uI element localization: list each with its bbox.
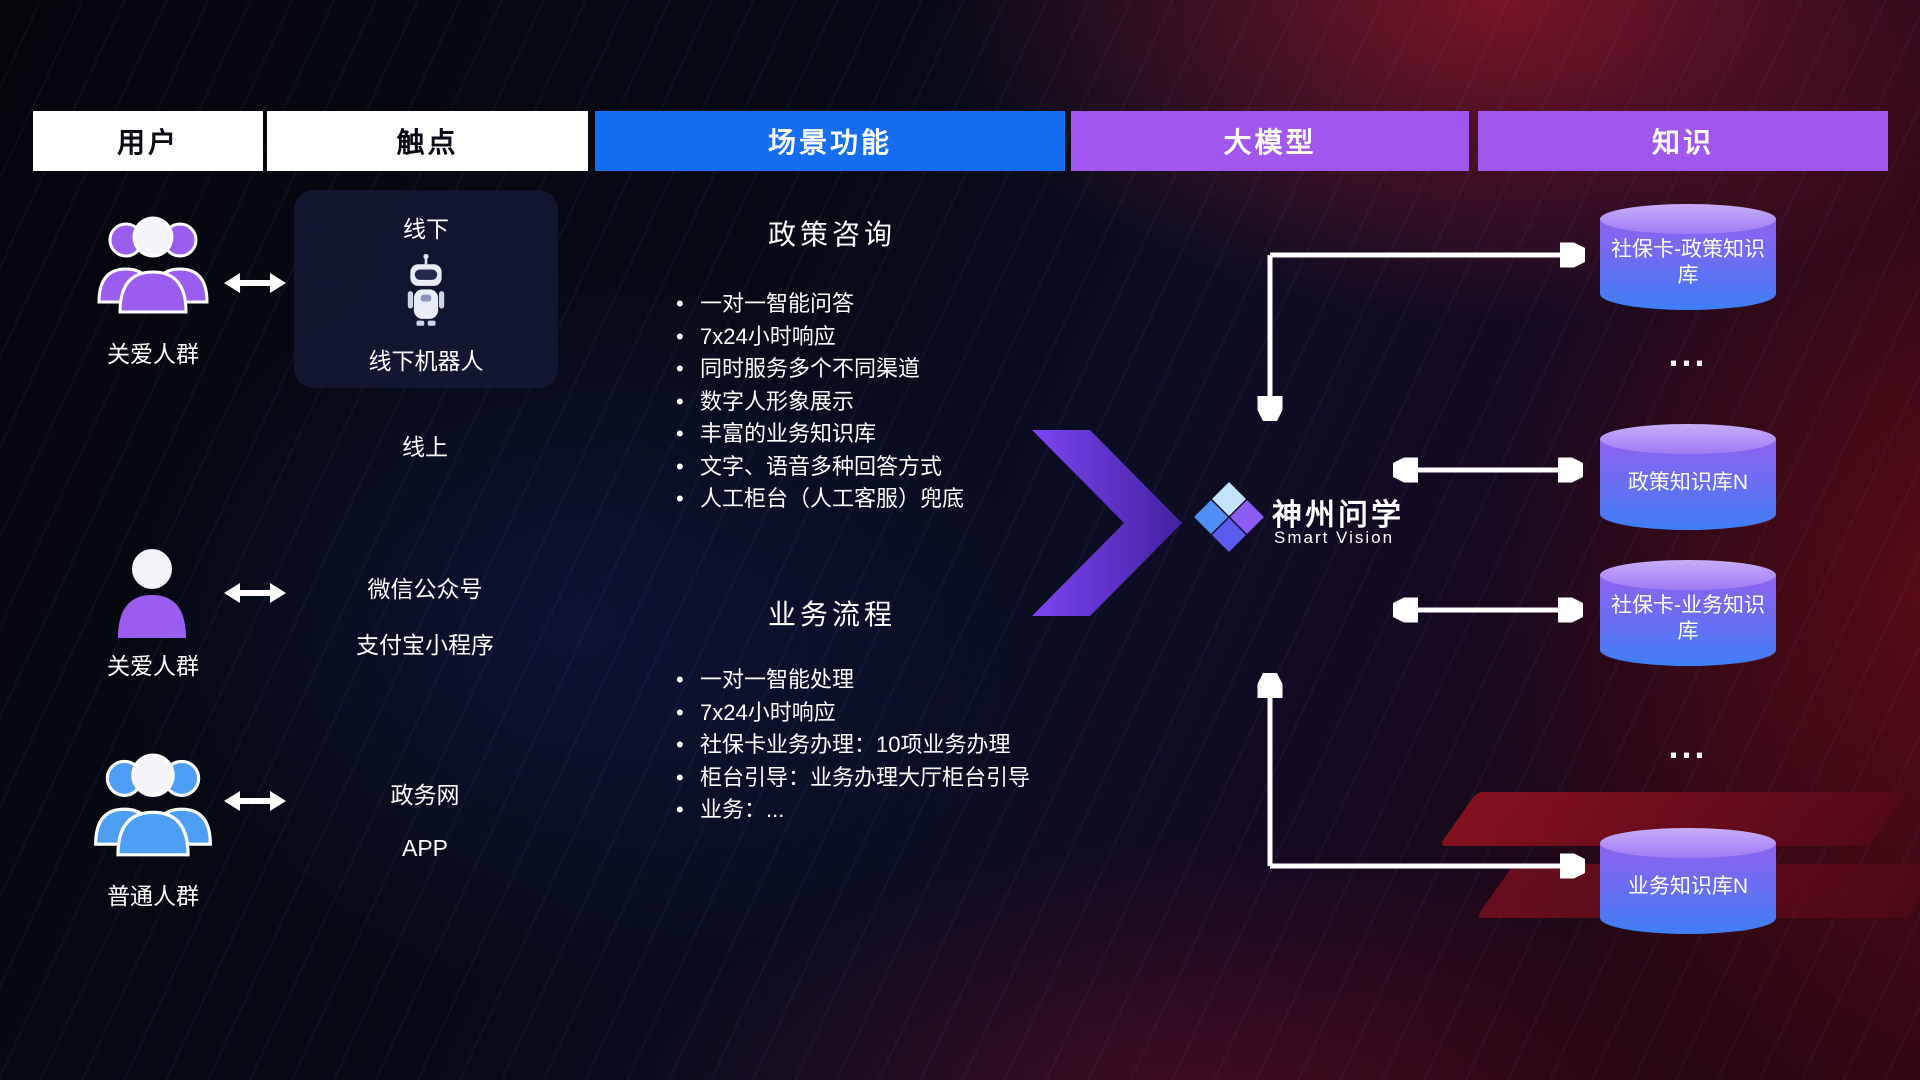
ellipsis: ... <box>1668 333 1708 374</box>
header-tab-touchpoints-label: 触点 <box>396 127 459 158</box>
channel-alipay: 支付宝小程序 <box>356 632 494 658</box>
header-tab-users: 用户 <box>33 111 263 171</box>
user-label: 关爱人群 <box>107 653 199 679</box>
scenario-bullet: 7x24小时响应 <box>672 321 1132 354</box>
db-cylinder-top <box>1600 204 1776 234</box>
scenario-bullet: 柜台引导：业务办理大厅柜台引导 <box>672 762 1132 795</box>
scenario-bullet: 一对一智能处理 <box>672 664 1132 697</box>
offline-title: 线下 <box>403 216 449 242</box>
robot-icon <box>407 253 445 326</box>
header-tab-model-label: 大模型 <box>1223 127 1317 158</box>
scenario-title: 政策咨询 <box>767 219 896 250</box>
header-tab-scenarios-label: 场景功能 <box>767 127 892 158</box>
channel-app: APP <box>401 835 449 861</box>
scenario-bullet: 丰富的业务知识库 <box>672 418 1132 451</box>
brand-name: 神州问学 <box>1272 499 1404 532</box>
db-cylinder-business-social: 社保卡-业务知识库 <box>1600 560 1776 666</box>
user-label: 关爱人群 <box>107 341 199 367</box>
scenario-bullet: 文字、语音多种回答方式 <box>672 451 1132 484</box>
db-cylinder-policy-social: 社保卡-政策知识库 <box>1600 204 1776 310</box>
db-cylinder-top <box>1600 828 1776 858</box>
online-title: 线上 <box>402 434 448 460</box>
channel-wechat: 微信公众号 <box>367 576 483 602</box>
scenario-bullet: 同时服务多个不同渠道 <box>672 353 1132 386</box>
header-tab-touchpoints: 触点 <box>267 111 588 171</box>
db-cylinder-body <box>1600 219 1776 310</box>
scenario-list-business: 一对一智能处理 7x24小时响应 社保卡业务办理：10项业务办理 柜台引导：业务… <box>672 664 1132 827</box>
scenario-bullet: 人工柜台（人工客服）兜底 <box>672 483 1132 516</box>
scenario-bullet: 一对一智能问答 <box>672 288 1132 321</box>
double-arrow-icon <box>224 583 286 603</box>
double-arrow-icon <box>224 273 286 293</box>
header-tab-users-label: 用户 <box>116 127 179 158</box>
scenario-bullet: 业务：... <box>672 794 1132 827</box>
users-group-purple-icon <box>97 216 209 314</box>
db-cylinder-top <box>1600 560 1776 590</box>
db-cylinder-body <box>1600 575 1776 666</box>
scenario-bullet: 社保卡业务办理：10项业务办理 <box>672 729 1132 762</box>
offline-touchpoint-card: 线下 线下机器人 <box>294 190 558 388</box>
db-label: 社保卡-政策知识库 <box>1611 237 1765 287</box>
user-label: 普通人群 <box>107 883 199 909</box>
header-tab-model: 大模型 <box>1071 111 1469 171</box>
robot-caption: 线下机器人 <box>368 348 484 374</box>
db-label: 社保卡-业务知识库 <box>1611 593 1765 643</box>
db-cylinder-body <box>1600 439 1776 530</box>
scenario-list-policy: 一对一智能问答 7x24小时响应 同时服务多个不同渠道 数字人形象展示 丰富的业… <box>672 288 1132 516</box>
double-arrow-icon <box>224 791 286 811</box>
db-label: 业务知识库N <box>1627 874 1749 898</box>
scenario-bullet: 数字人形象展示 <box>672 386 1132 419</box>
user-single-purple-icon <box>118 549 186 638</box>
channel-govweb: 政务网 <box>390 782 460 808</box>
db-cylinder-policy-n: 政策知识库N <box>1600 424 1776 530</box>
db-cylinder-top <box>1600 424 1776 454</box>
db-cylinder-business-n: 业务知识库N <box>1600 828 1776 934</box>
scenario-bullet: 7x24小时响应 <box>672 697 1132 730</box>
header-tab-knowledge: 知识 <box>1478 111 1888 171</box>
ellipsis: ... <box>1668 725 1708 766</box>
brand-subtitle: Smart Vision <box>1274 528 1395 547</box>
diamond-logo-icon <box>1194 482 1264 552</box>
db-cylinder-body <box>1600 843 1776 934</box>
db-label: 政策知识库N <box>1627 470 1749 494</box>
header-tab-knowledge-label: 知识 <box>1651 127 1714 158</box>
scenario-title: 业务流程 <box>767 599 896 630</box>
header-tab-scenarios: 场景功能 <box>595 111 1065 171</box>
users-group-blue-icon <box>94 753 212 857</box>
